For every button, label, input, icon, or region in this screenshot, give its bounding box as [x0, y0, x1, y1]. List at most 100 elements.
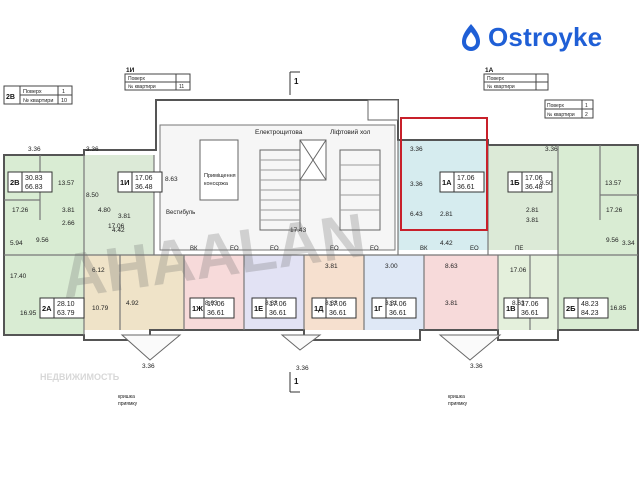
apartment-tag-box: [251, 297, 297, 319]
equipment-mark: ВК: [420, 246, 428, 252]
room-area-label: 8.63: [445, 263, 458, 270]
brand-name: Ostroyke: [488, 22, 603, 52]
apartment-tag-label: 1Б: [510, 178, 520, 187]
core-room2-label: консєржа: [204, 181, 229, 187]
room-area-label: 3.36: [410, 146, 423, 153]
apartment-tag-box: [563, 297, 609, 319]
apartment-area-total: 36.61: [207, 310, 225, 317]
apartment-area-total: 36.48: [525, 184, 543, 191]
equipment-mark: ЕО: [470, 246, 479, 252]
apartment-tag-label: 1Д: [314, 304, 324, 313]
apartment-area-living: 17.06: [457, 175, 475, 182]
room-area-label: 9.56: [606, 237, 619, 244]
room-area-label: 2.66: [62, 220, 75, 227]
apartment-tag: 1Б 17.06 36.48: [507, 171, 553, 193]
room-area-label: 3.36: [470, 363, 483, 370]
apartment-area-total: 66.83: [25, 184, 43, 191]
apartment-area-living: 17.06: [207, 301, 225, 308]
apartment-tag: 1Г 17.06 36.61: [371, 297, 417, 319]
apartment-area-living: 17.06: [329, 301, 347, 308]
table-mid: 1И Поверх № квартири 11: [124, 67, 191, 91]
note-krishka-1: кришка: [118, 394, 135, 400]
apartment-area-total: 36.61: [521, 310, 539, 317]
apartment-tag-box: [507, 171, 553, 193]
room-area-label: 2.81: [440, 211, 453, 218]
bays: [120, 334, 502, 361]
apartment-area-living: 17.06: [521, 301, 539, 308]
room-area-label: 4.42: [112, 227, 125, 234]
room-area-label: 17.06: [510, 267, 527, 274]
table-left: 2В Поверх 1 № квартири 10: [3, 85, 73, 105]
apartment-tag-box: [117, 171, 163, 193]
apartment-tag-box: [311, 297, 357, 319]
watermark-small: НЕДВИЖИМОСТЬ: [40, 372, 120, 382]
table-right2-row2-label: № квартири: [547, 112, 575, 118]
apartment-tag-label: 2А: [42, 304, 52, 313]
room-area-label: 8.63: [165, 176, 178, 183]
note-krishka-2: кришка: [448, 394, 465, 400]
room-area-label: 8.50: [86, 192, 99, 199]
room-area-label: 17.06: [108, 223, 125, 230]
room-area-label: 8.63: [205, 300, 218, 307]
table-right2: Поверх 1 № квартири 2: [544, 99, 594, 119]
table-right-tag: 1А: [485, 67, 494, 74]
apartment-tag-label: 1И: [120, 178, 130, 187]
apartment-tag-box: [39, 297, 85, 319]
room-area-label: 3.34: [622, 240, 635, 247]
apartment-tag-box: [7, 171, 53, 193]
equipment-mark: ЕО: [370, 246, 379, 252]
apartment-area-living: 30.83: [25, 175, 43, 182]
room-area-label: 17.40: [10, 273, 27, 280]
table-mid-row1-label: Поверх: [128, 76, 145, 82]
apartment-area-living: 17.06: [389, 301, 407, 308]
table-right-row1-label: Поверх: [487, 76, 504, 82]
room-area-label: 3.81: [385, 300, 398, 307]
room-area-label: 2.81: [526, 207, 539, 214]
apartment-area-total: 36.48: [135, 184, 153, 191]
table-right-row2-label: № квартири: [487, 84, 515, 90]
apartment-tag-label: 1Г: [374, 304, 383, 313]
apartment-area-living: 48.23: [581, 301, 599, 308]
apartment-area-total: 36.61: [389, 310, 407, 317]
core-vest-label: Вестибуль: [166, 210, 195, 216]
apartment-area-total: 36.61: [269, 310, 287, 317]
apartment-tag-box: [439, 171, 485, 193]
room-area-label: 3.81: [118, 213, 131, 220]
room-area-label: 3.81: [526, 217, 539, 224]
highlighted-apartment-frame: [400, 117, 488, 231]
room-area-label: 6.43: [410, 211, 423, 218]
room-area-label: 16.95: [20, 310, 37, 317]
room-area-label: 16.85: [610, 305, 627, 312]
room-area-label: 3.36: [142, 363, 155, 370]
apartment-area-total: 36.61: [457, 184, 475, 191]
equipment-mark: ЕО: [270, 246, 279, 252]
core-elec-label: Електрощитова: [255, 129, 303, 136]
core-room-label: Приміщення: [204, 173, 236, 179]
room-area-label: 3.36: [86, 146, 99, 153]
room-area-label: 3.36: [296, 365, 309, 372]
apartment-area-living: 28.10: [57, 301, 75, 308]
equipment-mark: ВК: [190, 246, 198, 252]
table-left-tag: 2В: [6, 94, 15, 101]
room-area-label: 8.63: [512, 300, 525, 307]
apartment-tag: 2Б 48.23 84.23: [563, 297, 609, 319]
room-area-label: 3.81: [445, 300, 458, 307]
room-area-label: 4.80: [98, 207, 111, 214]
room-area-label: 4.42: [440, 240, 453, 247]
apartment-tag-label: 2Б: [566, 304, 576, 313]
table-mid-row2-value: 11: [179, 84, 184, 90]
logo-drop-icon: [460, 23, 482, 53]
table-right2-row2-value: 2: [585, 112, 588, 118]
room-area-label: 3.36: [545, 146, 558, 153]
apartment-tag-box: [189, 297, 235, 319]
section-mark-bottom: 1: [294, 377, 299, 386]
table-left-row2-label: № квартири: [23, 98, 53, 104]
apartment-area-total: 84.23: [581, 310, 599, 317]
apartment-area-living: 17.06: [525, 175, 543, 182]
